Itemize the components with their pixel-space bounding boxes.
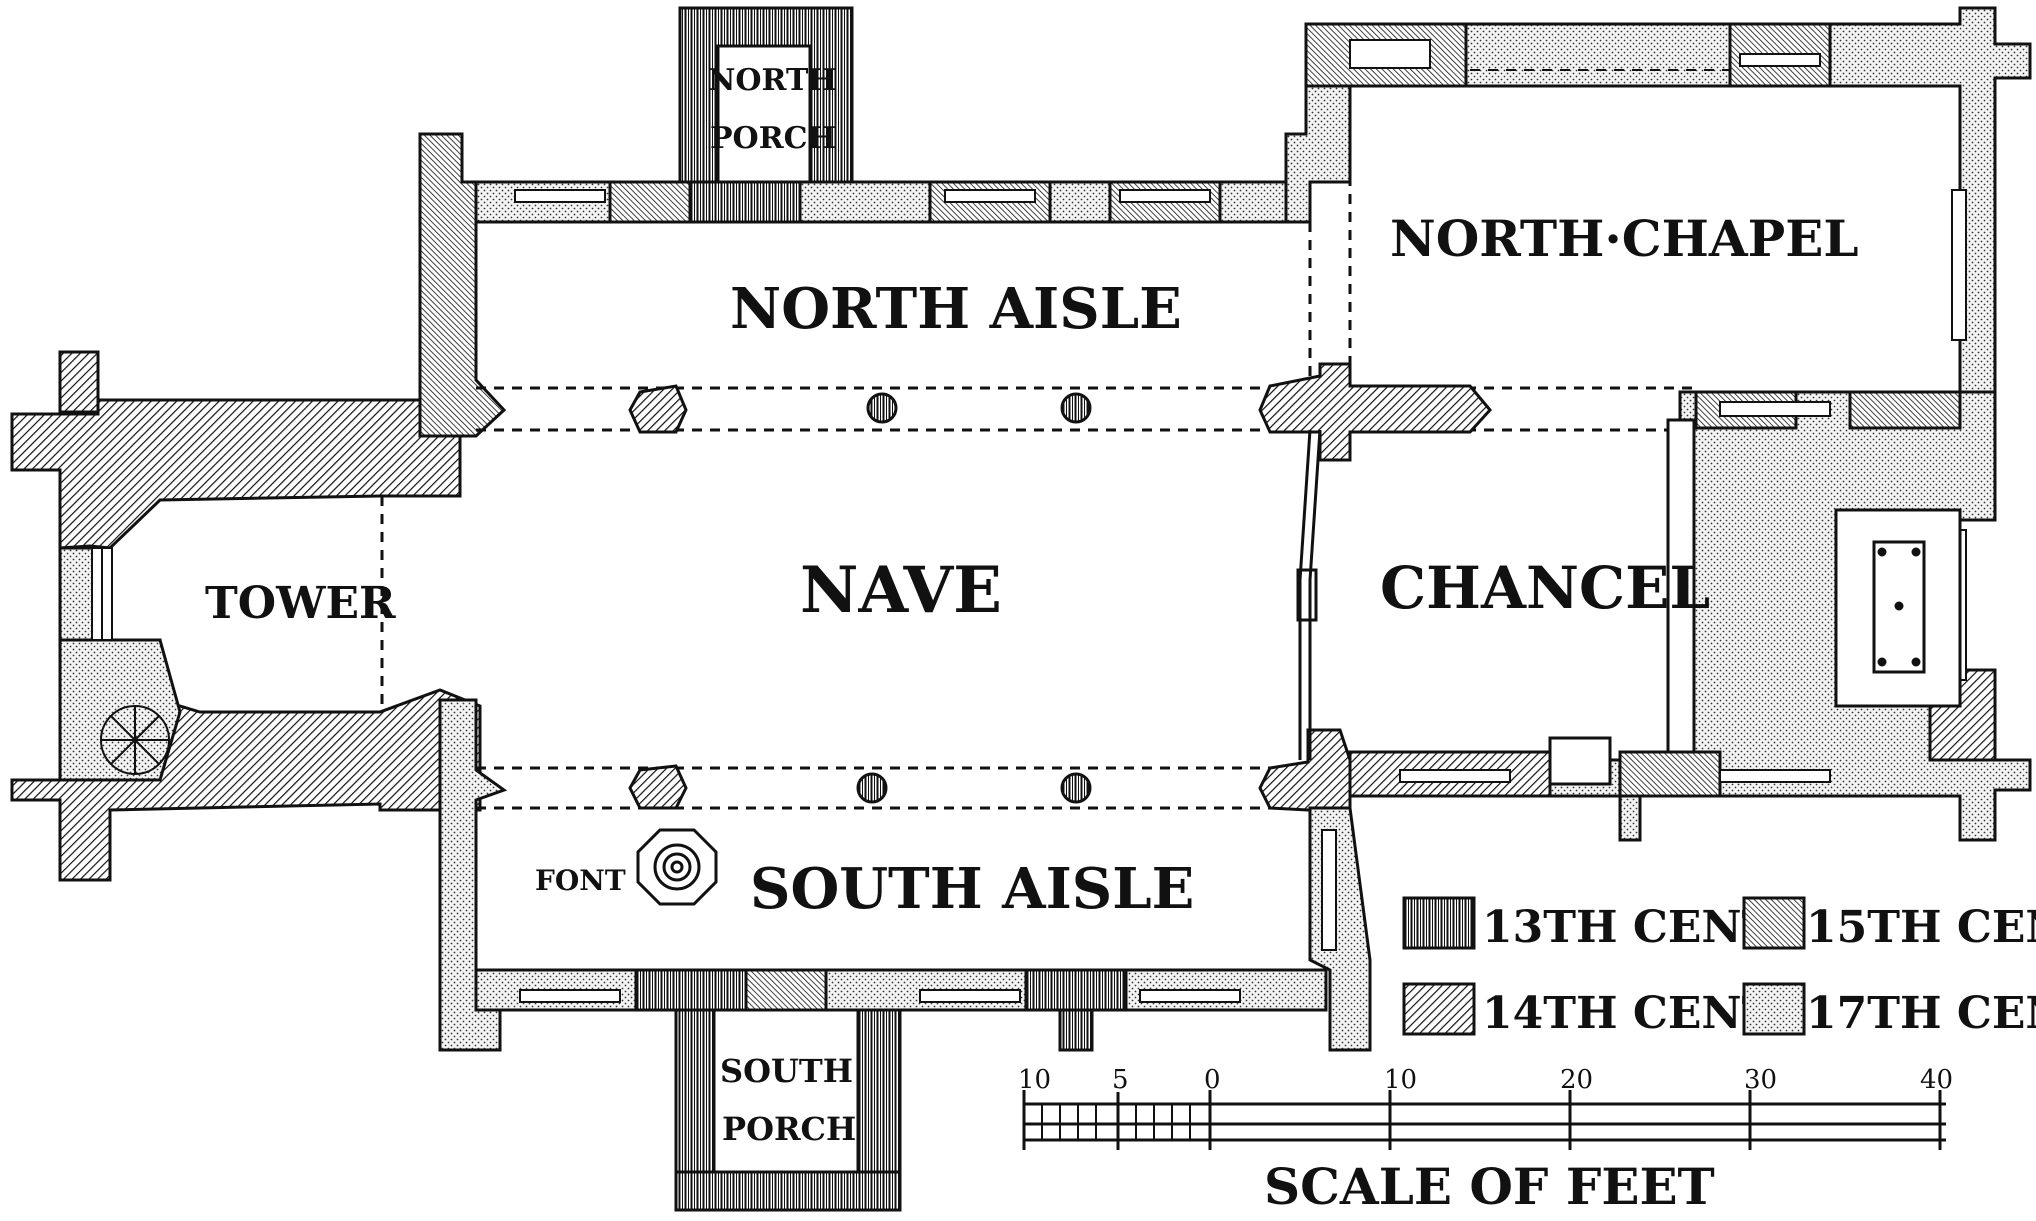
altar-icon <box>1834 508 1962 708</box>
svg-text:10: 10 <box>1018 1065 1051 1095</box>
legend-swatch-13th <box>1402 896 1476 950</box>
south-aisle-windows <box>519 829 1337 1003</box>
font-icon <box>636 828 718 906</box>
legend-label-15th: 15TH CENT <box>1806 902 2036 953</box>
scale-title: SCALE OF FEET <box>1264 1157 1715 1216</box>
north-aisle-wall <box>474 180 1312 224</box>
nave-label: NAVE <box>800 553 1002 628</box>
svg-text:PORCH: PORCH <box>722 1110 856 1148</box>
north-chapel-windows <box>1349 39 1967 341</box>
scale-ticks: 10 5 0 10 20 30 40 <box>1018 1065 1953 1095</box>
svg-text:30: 30 <box>1744 1065 1777 1095</box>
legend: 13TH CENT. 15TH CENT 14TH CENT 17TH CENT <box>1402 896 2036 1039</box>
legend-label-14th: 14TH CENT <box>1482 988 1775 1039</box>
north-arcade <box>476 386 1700 432</box>
south-porch-walls <box>674 1008 902 1212</box>
chancel-partition <box>1296 418 1696 786</box>
svg-text:SOUTH: SOUTH <box>720 1052 853 1090</box>
south-piers <box>628 728 1352 812</box>
south-aisle-label: SOUTH AISLE <box>750 856 1194 922</box>
stair-icon <box>100 705 170 775</box>
chancel-label: CHANCEL <box>1380 554 1710 622</box>
nave-west-walls <box>418 132 522 1052</box>
legend-label-13th: 13TH CENT. <box>1482 902 1784 953</box>
tower-label: TOWER <box>205 578 396 629</box>
svg-text:40: 40 <box>1920 1065 1953 1095</box>
svg-text:NORTH: NORTH <box>708 63 837 98</box>
svg-text:PORCH: PORCH <box>710 121 836 156</box>
tower-west-window <box>91 547 113 641</box>
north-aisle-windows <box>514 189 1211 203</box>
north-porch-walls <box>678 6 854 184</box>
legend-swatch-15th <box>1742 896 1806 950</box>
north-chapel-label: NORTH·CHAPEL <box>1390 209 1858 268</box>
svg-text:0: 0 <box>1204 1065 1221 1095</box>
legend-swatch-17th <box>1742 982 1806 1036</box>
legend-label-17th: 17TH CENT <box>1806 988 2036 1039</box>
svg-text:10: 10 <box>1384 1065 1417 1095</box>
svg-text:20: 20 <box>1560 1065 1593 1095</box>
scale-bar <box>1022 1090 1946 1150</box>
north-piers <box>628 362 1492 462</box>
south-arcade <box>476 766 1310 810</box>
legend-swatch-14th <box>1402 982 1476 1036</box>
south-porch-label: SOUTH PORCH <box>720 1052 856 1148</box>
svg-text:5: 5 <box>1112 1065 1129 1095</box>
south-aisle-wall <box>474 806 1372 1052</box>
north-porch-label: NORTH PORCH <box>708 63 837 156</box>
north-aisle-label: NORTH AISLE <box>730 276 1182 342</box>
font-label: FONT <box>535 864 626 897</box>
